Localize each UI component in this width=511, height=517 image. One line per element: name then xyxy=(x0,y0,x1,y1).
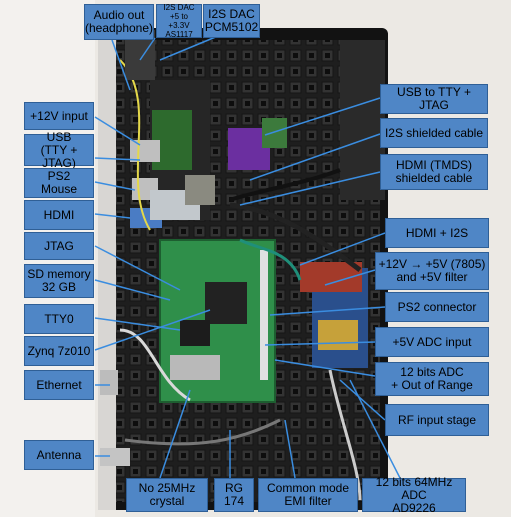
label-emi-filter: Common mode EMI filter xyxy=(258,478,358,512)
label-tty0: TTY0 xyxy=(24,304,94,334)
label-12v-input: +12V input xyxy=(24,102,94,130)
label-7805-regulator: +12V → +5V (7805) and +5V filter xyxy=(375,252,489,290)
label-antenna: Antenna xyxy=(24,440,94,470)
label-usb: USB (TTY + JTAG) xyxy=(24,130,94,169)
label-ad9226: 12 bits 64MHz ADC AD9226 xyxy=(362,475,466,514)
label-hdmi-shielded-cable: HDMI (TMDS) shielded cable xyxy=(380,154,488,190)
label-hdmi-i2s: HDMI + I2S xyxy=(385,218,489,248)
label-sd-memory: SD memory 32 GB xyxy=(24,264,94,298)
label-12bit-adc: 12 bits ADC + Out of Range xyxy=(375,362,489,396)
label-ps2-connector: PS2 connector xyxy=(385,292,489,322)
label-zynq: Zynq 7z010 xyxy=(24,336,94,366)
label-audio-out: Audio out (headphone) xyxy=(84,4,154,40)
label-ethernet: Ethernet xyxy=(24,370,94,400)
label-rf-input-stage: RF input stage xyxy=(385,404,489,436)
label-i2s-dac-pcm5102: I2S DAC PCM5102 xyxy=(203,4,260,38)
label-i2s-dac-regulator: I2S DAC +5 to +3.3V AS1117 xyxy=(156,3,202,39)
label-i2s-shielded-cable: I2S shielded cable xyxy=(380,118,488,148)
label-rg174: RG 174 xyxy=(214,478,254,512)
label-hdmi: HDMI xyxy=(24,200,94,230)
label-usb-to-tty: USB to TTY + JTAG xyxy=(380,84,488,114)
label-no-crystal: No 25MHz crystal xyxy=(126,478,208,512)
label-ps2-mouse: PS2 Mouse xyxy=(24,168,94,198)
label-adc-input: +5V ADC input xyxy=(375,327,489,357)
label-jtag: JTAG xyxy=(24,232,94,260)
